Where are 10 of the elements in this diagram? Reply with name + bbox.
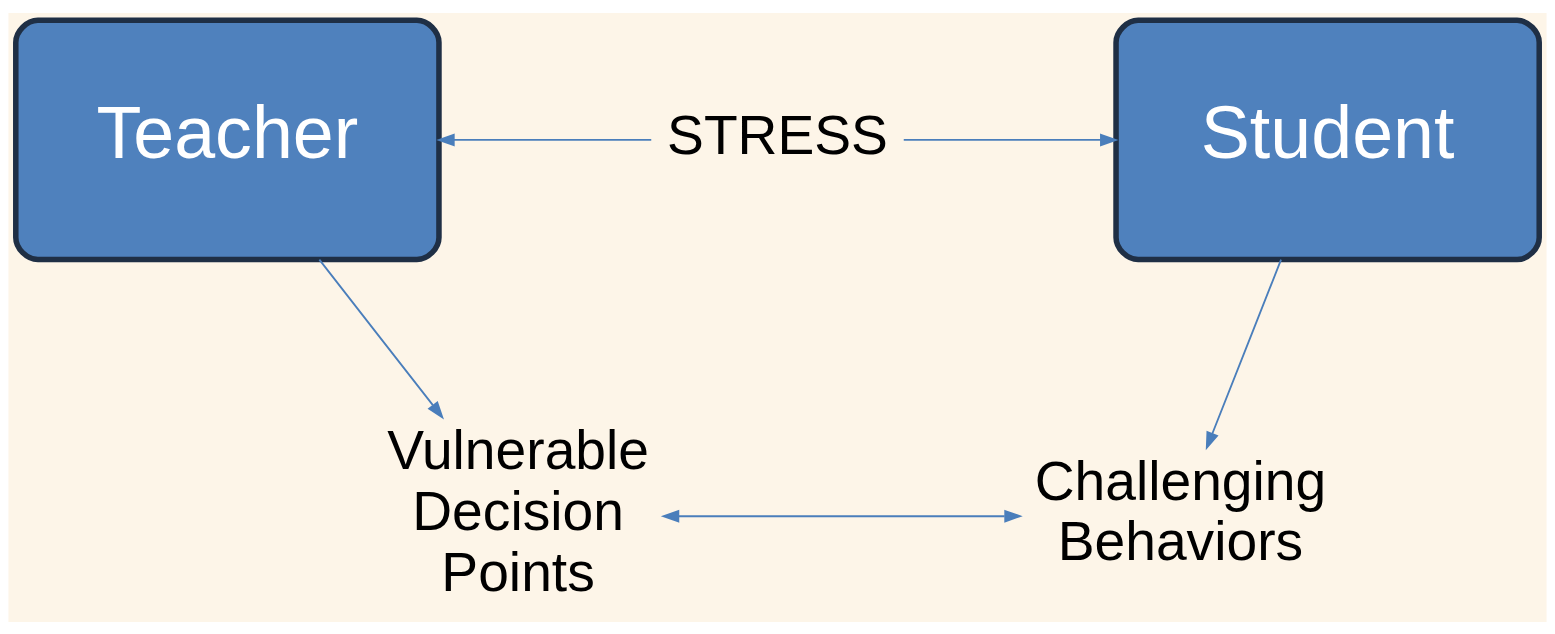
- arrow: [660, 509, 1023, 523]
- node-box: Student: [1113, 17, 1542, 262]
- node-text: STRESS: [667, 103, 888, 166]
- node-text: Challenging Behaviors: [1034, 449, 1327, 572]
- node-text: Vulnerable Decision Points: [387, 418, 649, 603]
- arrow: [902, 133, 1119, 146]
- arrow: [1205, 258, 1282, 450]
- arrow: [436, 133, 653, 146]
- arrow: [318, 258, 444, 419]
- node-box: Teacher: [13, 17, 442, 262]
